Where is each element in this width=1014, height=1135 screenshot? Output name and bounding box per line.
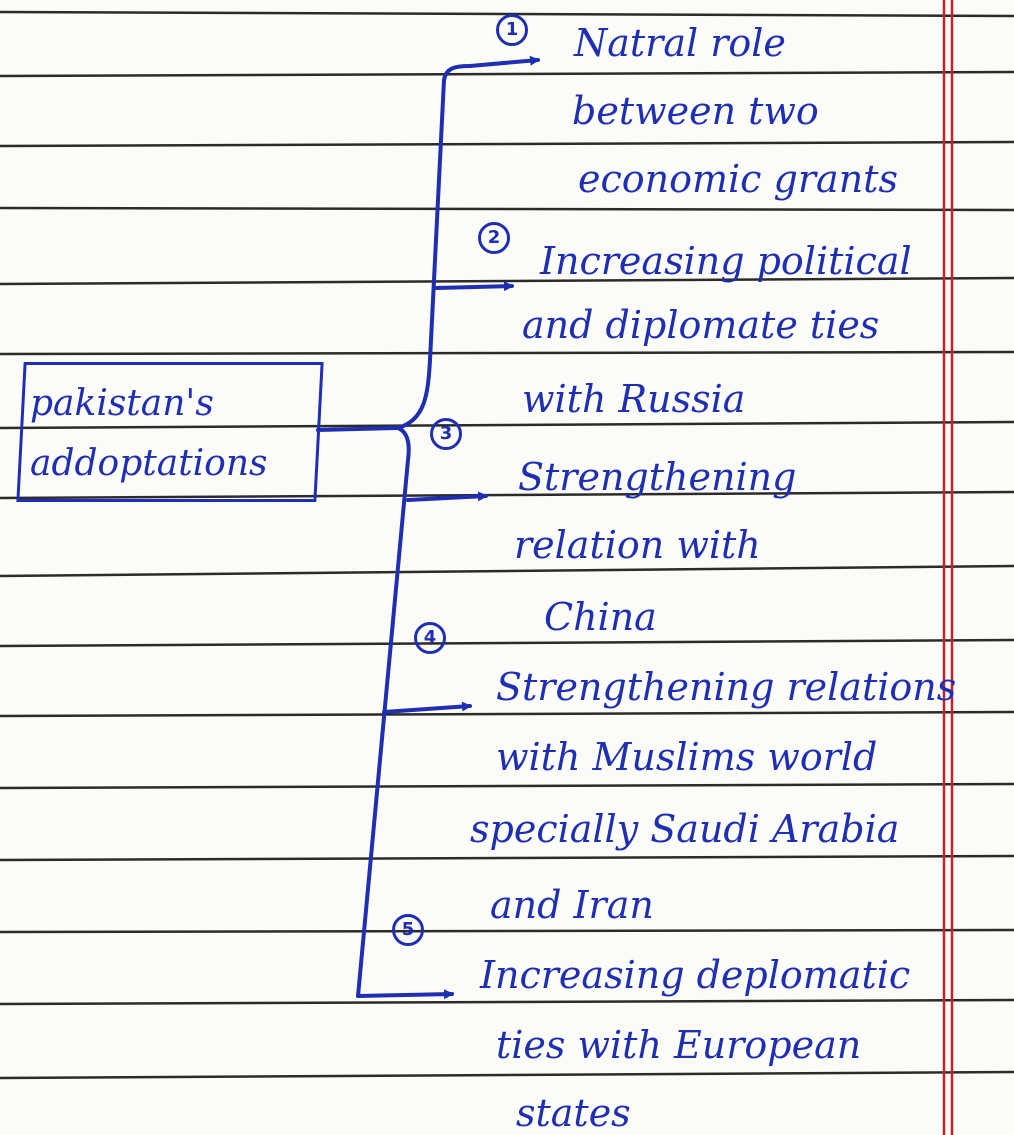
branch-text-line: with Russia (522, 377, 746, 421)
branch-text-line: China (544, 595, 657, 639)
arrow-4 (382, 701, 472, 714)
branch-text-line: and Iran (490, 883, 654, 927)
branch-text-line: Increasing political (540, 239, 912, 283)
branch-text-line: Increasing deplomatic (480, 953, 911, 997)
ruled-line (0, 782, 1014, 790)
branch-number-badge: 4 (414, 622, 446, 654)
ruled-line (0, 638, 1014, 648)
ruled-line (0, 206, 1014, 212)
stem-connector (316, 426, 400, 432)
branch-text-line: ties with European (496, 1023, 862, 1067)
lower-bracket (356, 426, 411, 998)
branch-text-line: economic grants (578, 157, 898, 201)
arrow-3 (406, 491, 488, 502)
ruled-line (0, 564, 1014, 578)
ruled-line (0, 928, 1014, 934)
central-node-line: pakistan's (30, 383, 214, 424)
branch-number-badge: 2 (478, 222, 510, 254)
branch-text-line: between two (572, 89, 819, 133)
branch-text-line: specially Saudi Arabia (470, 807, 900, 851)
branch-text-line: Strengthening relations (496, 665, 957, 709)
ruled-line (0, 710, 1014, 718)
ruled-line (0, 490, 1014, 500)
branch-number-badge: 1 (496, 14, 528, 46)
ruled-line (0, 350, 1014, 356)
ruled-line (0, 998, 1014, 1006)
branch-text-line: relation with (514, 523, 761, 567)
branch-text-line: with Muslims world (496, 735, 878, 779)
ruled-line (0, 276, 1014, 286)
branch-number-badge: 3 (430, 418, 462, 450)
ruled-line (0, 1070, 1014, 1080)
arrow-1 (468, 55, 540, 68)
branch-text-line: states (516, 1091, 631, 1135)
branch-text-line: and diplomate ties (522, 303, 880, 347)
arrow-5 (356, 989, 454, 1000)
branch-number-badge: 5 (392, 914, 424, 946)
ruled-line (0, 140, 1014, 148)
ruled-line (0, 70, 1014, 78)
arrow-2 (434, 281, 514, 292)
upper-bracket (396, 64, 472, 430)
branch-text-line: Strengthening (518, 455, 797, 499)
branch-text-line: Natral role (574, 21, 786, 65)
ruled-line (0, 420, 1014, 430)
ruled-line (0, 854, 1014, 862)
central-node-line: addoptations (30, 443, 268, 484)
